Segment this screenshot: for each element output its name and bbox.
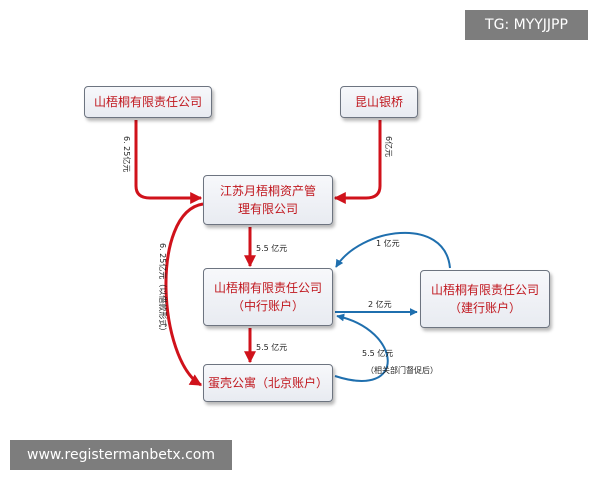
node-label: 山梧桐有限责任公司 [213, 281, 322, 295]
node-label: 理有限公司 [237, 202, 298, 216]
edge-n3-to-n6 [164, 202, 204, 387]
node-label: 山梧桐有限责任公司 [430, 283, 539, 297]
node-shanwutong-boc: 山梧桐有限责任公司 （中行账户） [203, 268, 333, 326]
node-shanwutong-ccb: 山梧桐有限责任公司 （建行账户） [420, 270, 550, 328]
node-label: 山梧桐有限责任公司 [93, 95, 202, 109]
node-label: （建行账户） [448, 301, 521, 315]
node-label: 江苏月梧桐资产管 [219, 184, 316, 198]
edge-label-e1: 6. 25亿元 [122, 136, 132, 172]
node-label: （中行账户） [231, 299, 304, 313]
watermark-bottom: www.registermanbetx.com [10, 440, 232, 470]
edge-label-e5: 6. 25亿元（以借款形式） [158, 243, 168, 335]
node-danke-beijing: 蛋壳公寓（北京账户） [203, 364, 333, 402]
edge-label-e7: 2 亿元 [368, 299, 392, 309]
node-shanwutong-top: 山梧桐有限责任公司 [84, 86, 212, 118]
node-label: 昆山银桥 [354, 95, 403, 109]
edge-n1-to-n3 [134, 120, 203, 204]
edge-n6-to-n4 [334, 313, 389, 382]
edge-label-e4: 5.5 亿元 [256, 342, 287, 352]
edge-n2-to-n3 [333, 120, 382, 204]
edge-label-e3: 5.5 亿元 [256, 243, 287, 253]
edge-label-e8b: （相关部门督促后） [366, 365, 438, 375]
edge-label-e8a: 5.5 亿元 [362, 348, 393, 358]
node-jiangsu-yuewutong: 江苏月梧桐资产管 理有限公司 [203, 175, 333, 225]
node-label: 蛋壳公寓（北京账户） [207, 376, 328, 390]
watermark-top: TG: MYYJJPP [465, 10, 588, 40]
edge-label-e6: 1 亿元 [376, 238, 400, 248]
edge-label-e2: 6亿元 [384, 136, 394, 157]
edge-n5-to-n4 [335, 232, 451, 269]
node-kunshan-yinqiao: 昆山银桥 [340, 86, 418, 118]
